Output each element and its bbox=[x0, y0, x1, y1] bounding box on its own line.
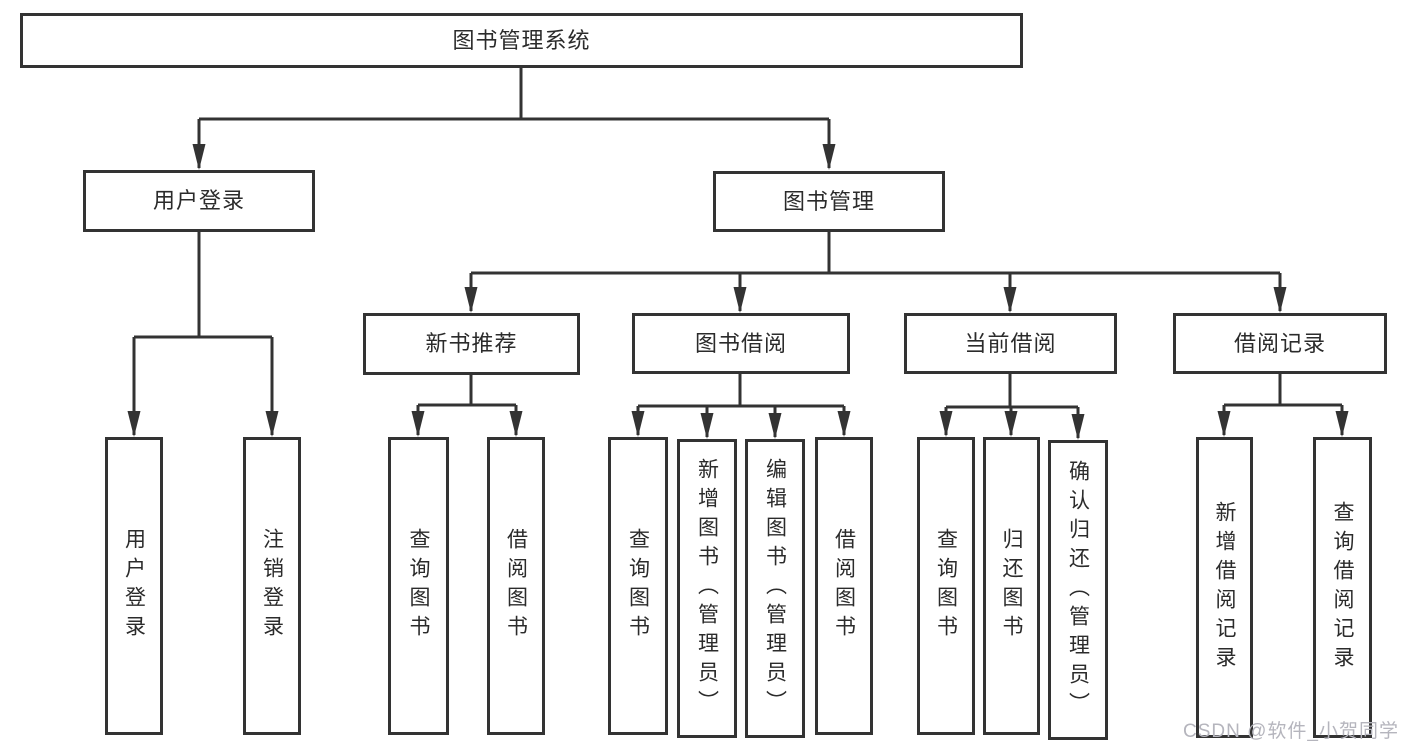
leaf-user-login: 用户登录 bbox=[105, 437, 163, 735]
leaf-confirm-return-admin: 确认归还（管理员） bbox=[1048, 440, 1108, 740]
leaf-query-borrow-record: 查询借阅记录 bbox=[1313, 437, 1372, 738]
csdn-watermark: CSDN @软件_小贺同学 bbox=[1183, 721, 1399, 742]
leaf-query-books-recommend: 查询图书 bbox=[388, 437, 449, 735]
leaf-add-books-admin: 新增图书（管理员） bbox=[677, 439, 737, 738]
node-book-management: 图书管理 bbox=[713, 171, 945, 232]
node-borrowing-records: 借阅记录 bbox=[1173, 313, 1387, 374]
leaf-query-books-current: 查询图书 bbox=[917, 437, 975, 735]
leaf-return-books: 归还图书 bbox=[983, 437, 1040, 735]
node-book-borrowing: 图书借阅 bbox=[632, 313, 850, 374]
leaf-edit-books-admin: 编辑图书（管理员） bbox=[745, 439, 805, 738]
leaf-borrow-books-recommend: 借阅图书 bbox=[487, 437, 545, 735]
node-user-login: 用户登录 bbox=[83, 170, 315, 232]
leaf-logout: 注销登录 bbox=[243, 437, 301, 735]
leaf-query-books-borrowing: 查询图书 bbox=[608, 437, 668, 735]
leaf-borrow-books-borrowing: 借阅图书 bbox=[815, 437, 873, 735]
node-library-system: 图书管理系统 bbox=[20, 13, 1023, 68]
leaf-add-borrow-record: 新增借阅记录 bbox=[1196, 437, 1253, 738]
node-new-book-recommend: 新书推荐 bbox=[363, 313, 580, 375]
node-current-borrowing: 当前借阅 bbox=[904, 313, 1117, 374]
